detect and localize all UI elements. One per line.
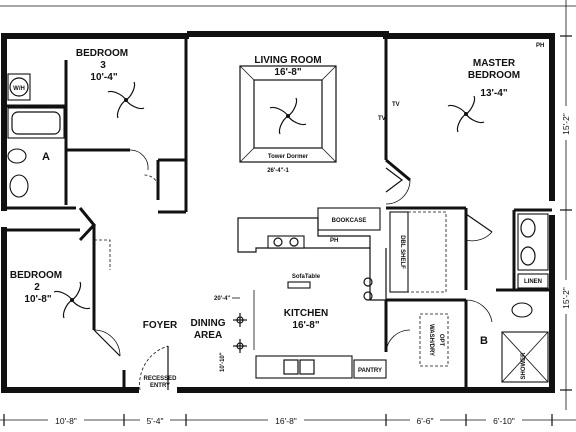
toilet <box>9 174 29 198</box>
closet-door <box>94 239 111 270</box>
dining-area: DINING AREA 20'-4" 10'-10" <box>191 290 255 372</box>
kitchen-phone-label: PH <box>330 238 338 244</box>
pantry <box>353 359 387 379</box>
bedroom-3-name: BEDROOM <box>76 48 128 59</box>
bedroom-2-size: 10'-8" <box>24 294 51 305</box>
shower-label: SHOWER <box>521 352 527 380</box>
sofa-table-label: SofaTable <box>292 274 321 280</box>
kitchen-size: 16'-8" <box>292 320 319 331</box>
door-swing <box>465 213 493 233</box>
bath-b: LINEN B SHOWER <box>465 213 549 383</box>
bottom-dimensions: 10'-8" 5'-4" 16'-8" 6'-6" 6'-10" <box>0 414 576 426</box>
water-heater-label: W/H <box>13 86 25 92</box>
kitchen-sink <box>267 235 305 249</box>
dimension-label: 6'-6" <box>417 416 434 426</box>
bedroom-3-number: 3 <box>100 60 106 71</box>
dining-label: DINING <box>191 318 226 329</box>
door-swing <box>93 329 121 357</box>
ceiling-fan-icon <box>447 95 485 133</box>
exterior-walls <box>1 31 555 393</box>
ceiling-fan-icon <box>269 97 307 135</box>
phone-label: PH <box>536 43 544 49</box>
pantry-label: PANTRY <box>358 368 382 374</box>
dimension-label: 5'-4" <box>147 416 164 426</box>
tower-dormer <box>239 65 337 163</box>
tower-dormer-label: Tower Dormer <box>268 154 309 160</box>
foyer-label: FOYER <box>143 320 178 331</box>
entry-label: ENTRY <box>150 383 170 389</box>
washer-dryer-opt: OPT <box>438 334 444 347</box>
bathtub <box>7 107 65 139</box>
tv-label: TV <box>392 102 400 108</box>
living-room: LIVING ROOM 16'-8" Tower Dormer 26'-4"-1… <box>239 55 411 205</box>
washer-dryer-label: WASH/DRY <box>428 324 434 356</box>
dining-dimension-2: 10'-10" <box>220 352 226 372</box>
master-bedroom: MASTER BEDROOM 13'-4" PH <box>447 43 544 242</box>
master-name-2: BEDROOM <box>468 70 520 81</box>
dormer-dimension: 26'-4"-1 <box>267 168 289 174</box>
kitchen-name: KITCHEN <box>284 308 328 319</box>
foyer: FOYER RECESSED ENTRY <box>139 320 178 391</box>
master-size: 13'-4" <box>480 88 507 99</box>
toilet <box>511 302 533 318</box>
linen-label: LINEN <box>524 279 542 285</box>
bedroom-2-number: 2 <box>34 282 40 293</box>
door-swing <box>465 299 493 323</box>
dimension-label: 6'-10" <box>493 416 515 426</box>
kitchen: BOOKCASE PH SofaTable KITCHEN 16'-8" PAN… <box>237 207 411 379</box>
light-fixture-icon <box>233 313 247 327</box>
dining-dimension: 20'-4" <box>214 296 230 302</box>
double-shelf <box>389 211 409 293</box>
bathtub <box>517 213 549 271</box>
light-fixture-icon <box>233 339 247 353</box>
bedroom-2: BEDROOM 2 10'-8" <box>10 239 121 357</box>
recessed-label: RECESSED <box>143 376 177 382</box>
entry-door <box>139 345 169 391</box>
bedroom-3: BEDROOM 3 10'-4" <box>76 48 159 186</box>
ceiling-fan-icon <box>107 81 145 119</box>
living-room-size: 16'-8" <box>274 67 301 78</box>
dimension-label: 10'-8" <box>55 416 77 426</box>
tv-label: TV <box>378 116 386 122</box>
right-dimensions: 15'-2" 15'-2" <box>560 0 574 410</box>
bath-a: W/H A <box>7 73 65 198</box>
linen-closet <box>517 273 549 289</box>
interior-walls <box>4 36 552 390</box>
utility: DBL SHELF WASH/DRY OPT <box>389 211 449 367</box>
bedroom-2-name: BEDROOM <box>10 270 62 281</box>
master-name: MASTER <box>473 58 516 69</box>
kitchen-counter-side <box>369 248 387 301</box>
kitchen-lower-counter <box>255 355 353 379</box>
bath-a-label: A <box>42 151 50 163</box>
dimension-label: 15'-2" <box>561 287 571 309</box>
ceiling-fan-icon <box>53 281 91 319</box>
bath-b-label: B <box>480 335 488 347</box>
closet-door <box>143 174 159 186</box>
double-shelf-label: DBL SHELF <box>399 235 405 269</box>
dining-label-2: AREA <box>194 330 222 341</box>
living-room-name: LIVING ROOM <box>254 55 321 66</box>
door-swing <box>129 149 149 171</box>
bedroom-3-size: 10'-4" <box>90 72 117 83</box>
bookcase-label: BOOKCASE <box>332 218 367 224</box>
sink <box>7 148 27 164</box>
dimension-label: 16'-8" <box>275 416 297 426</box>
door-swing <box>385 167 403 193</box>
dimension-label: 15'-2" <box>561 113 571 135</box>
